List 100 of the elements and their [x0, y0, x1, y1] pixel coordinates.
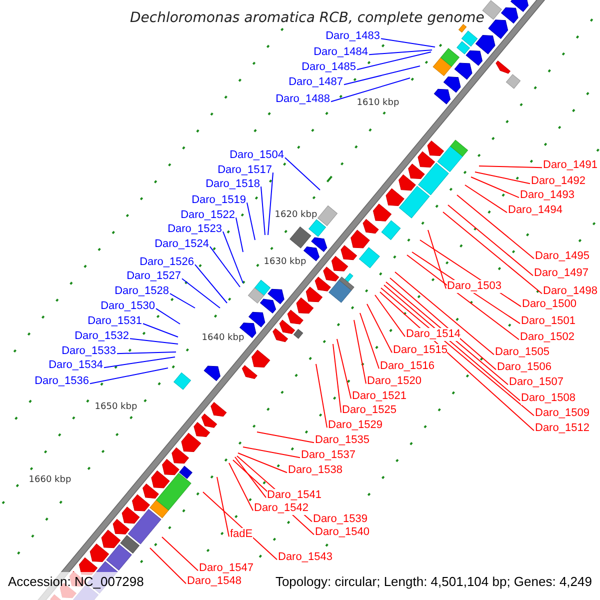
leader-line	[216, 476, 230, 538]
leader-line	[316, 364, 328, 428]
leader-line	[268, 172, 274, 236]
leader-line	[384, 284, 520, 402]
scale-tick-label: 1660 kbp	[28, 474, 72, 486]
gene-label: Daro_1498	[543, 284, 598, 298]
leader-line	[222, 231, 244, 284]
leader-line	[478, 166, 542, 168]
gene-label: Daro_1497	[534, 266, 588, 280]
gene-label: Daro_1502	[520, 330, 574, 344]
leader-line	[116, 352, 176, 354]
leader-line	[104, 356, 176, 368]
gene-label: Daro_1501	[521, 314, 576, 328]
gene-label: Daro_1534	[48, 358, 103, 372]
gene-label: Daro_1484	[314, 46, 368, 58]
leader-line	[390, 278, 496, 370]
leader-line	[360, 312, 380, 370]
leader-line	[470, 176, 520, 198]
leader-line	[374, 294, 406, 338]
gene-label: Daro_1521	[352, 390, 406, 402]
leader-line	[344, 66, 420, 86]
leader-line	[284, 157, 320, 190]
gene-label: Daro_1504	[230, 148, 284, 162]
gene-label: Daro_1526	[140, 256, 194, 268]
gene-label: Daro_1494	[508, 204, 562, 216]
leader-line	[182, 278, 220, 308]
leader-line	[380, 38, 436, 48]
gene-label: Daro_1509	[535, 406, 590, 420]
gene-label: Daro_1518	[206, 178, 260, 190]
gene-label: Daro_1537	[301, 448, 356, 462]
gene-label: Daro_1492	[531, 174, 586, 188]
leader-line	[394, 272, 494, 356]
leader-line	[448, 204, 534, 276]
accession-text: Accession: NC_007298	[8, 574, 144, 590]
leader-line	[142, 323, 178, 338]
gene-label: Daro_1516	[380, 360, 434, 372]
gene-label: Daro_1538	[288, 464, 342, 476]
leader-line	[246, 202, 256, 240]
leader-line	[234, 456, 266, 498]
gene-label: Daro_1503	[447, 280, 502, 292]
leader-line	[238, 452, 288, 474]
gene-label: Daro_1514	[406, 328, 460, 340]
gene-label: Daro_1515	[393, 344, 448, 356]
gene-label: Daro_1483	[326, 30, 380, 42]
gene-label: Daro_1533	[62, 344, 116, 358]
gene-label: Daro_1519	[192, 194, 246, 206]
gene-label: Daro_1532	[74, 330, 129, 342]
leader-line	[368, 50, 432, 56]
leader-line	[260, 186, 266, 236]
leader-line	[456, 194, 534, 260]
genome-summary-text: Topology: circular; Length: 4,501,104 bp; Genes: 4,249	[275, 574, 592, 590]
gene-label: Daro_1505	[495, 346, 550, 358]
leader-line	[202, 492, 278, 560]
leader-line	[242, 446, 300, 458]
leader-line	[442, 212, 542, 294]
leader-line	[236, 217, 244, 252]
gene-label: fadE	[230, 528, 253, 540]
gene-label: Daro_1523	[168, 222, 222, 236]
gene-label: Daro_1540	[315, 526, 370, 538]
leader-line	[336, 338, 352, 400]
leader-line	[354, 320, 366, 384]
gene-label: Daro_1485	[302, 60, 356, 74]
gene-label: Daro_1529	[328, 418, 382, 432]
gene-label: Daro_1524	[154, 238, 209, 250]
leader-line	[428, 230, 446, 290]
gene-label: Daro_1536	[34, 374, 89, 388]
gene-label: Daro_1491	[543, 158, 598, 172]
gene-label: Daro_1548	[187, 574, 242, 588]
map-title: Dechloromonas aromatica RCB, complete genome	[130, 9, 484, 27]
gene-label: Daro_1507	[509, 376, 564, 388]
scale-tick-label: 1650 kbp	[94, 402, 138, 412]
leader-line	[256, 432, 314, 444]
leader-line	[332, 344, 342, 414]
gene-label: Daro_1506	[497, 360, 552, 374]
gene-label: Daro_1508	[521, 392, 576, 404]
leader-line	[210, 246, 240, 288]
gene-label: Daro_1527	[126, 270, 181, 282]
leader-line	[162, 536, 198, 572]
leader-line	[386, 282, 508, 386]
gene-label: Daro_1500	[522, 298, 576, 310]
scale-tick-label: 1630 kbp	[264, 256, 306, 268]
gene-label: Daro_1493	[520, 188, 574, 202]
gene-label: Daro_1530	[100, 300, 155, 312]
leader-line	[194, 264, 228, 304]
gene-label: Daro_1525	[342, 404, 396, 416]
gene-label: Daro_1528	[114, 284, 169, 298]
gene-label: Daro_1543	[278, 550, 332, 564]
leader-line	[150, 548, 186, 584]
scale-tick-label: 1640 kbp	[202, 332, 244, 344]
leader-line	[474, 172, 530, 184]
gene-label: Daro_1520	[367, 374, 422, 388]
gene-label: Daro_1517	[218, 164, 272, 176]
gene-label: Daro_1542	[254, 502, 308, 514]
gene-label: Daro_1495	[535, 250, 590, 262]
gene-label: Daro_1539	[313, 512, 368, 526]
leader-line	[406, 254, 520, 340]
gene-label: Daro_1547	[199, 562, 254, 574]
gene-label: Daro_1531	[88, 314, 142, 328]
gene-label: Daro_1488	[276, 92, 330, 106]
leader-line	[464, 184, 508, 214]
